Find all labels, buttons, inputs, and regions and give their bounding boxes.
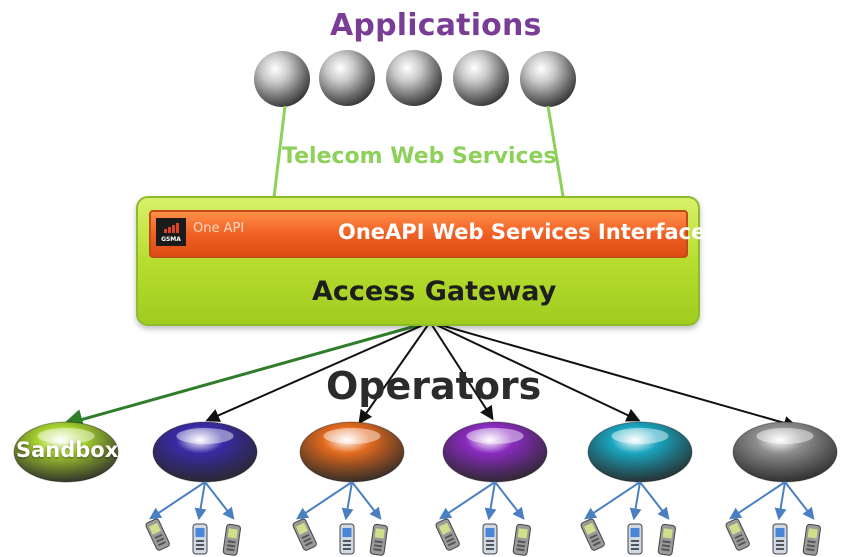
device-link: [351, 481, 382, 520]
arrow-to-operator-blue: [205, 321, 431, 422]
device-link: [629, 481, 642, 521]
operator-node: [13, 421, 119, 483]
mobile-phone-icon: [725, 518, 750, 551]
interface-label: OneAPI Web Services Interface: [338, 220, 706, 244]
sandbox-label: Sandbox: [16, 438, 119, 462]
device-link: [774, 481, 787, 521]
application-sphere-icon: [453, 50, 509, 106]
device-link: [484, 481, 497, 521]
mobile-phone-icon: [435, 518, 460, 551]
gsma-logo: GSMA: [156, 218, 186, 246]
applications-group: [254, 50, 576, 107]
device-group: [145, 481, 821, 556]
oneapi-logo-text: One API: [193, 221, 245, 236]
operator-node-highlight: [323, 428, 381, 444]
mobile-phone-icon: [339, 523, 355, 555]
mobile-phone-icon: [802, 523, 821, 556]
arrow-to-operator-grey: [429, 321, 798, 430]
operator-arrows: [61, 320, 798, 430]
application-sphere-icon: [254, 51, 310, 107]
application-sphere-icon: [520, 51, 576, 107]
applications-title: Applications: [330, 8, 542, 43]
oneapi-interface-bar: [149, 210, 688, 258]
device-link: [204, 481, 235, 520]
device-link: [729, 481, 786, 520]
device-link: [149, 481, 206, 520]
mobile-phone-icon: [482, 523, 498, 555]
arrow-to-operator-orange: [358, 321, 431, 425]
access-gateway-label: Access Gateway: [312, 276, 557, 307]
mobile-phone-icon: [772, 523, 788, 555]
mobile-phone-icon: [145, 518, 170, 551]
operator-node-highlight: [37, 428, 95, 444]
device-link: [584, 481, 641, 520]
mobile-phone-icon: [580, 518, 605, 551]
arrow-to-operator-teal: [429, 321, 641, 422]
mobile-phone-icon: [222, 523, 241, 556]
arrow-to-sandbox: [61, 320, 431, 430]
mobile-phone-icon: [627, 523, 643, 555]
gsma-logo-text: GSMA: [161, 236, 181, 243]
device-link: [194, 481, 207, 521]
device-link: [494, 481, 525, 520]
operator-nodes: [13, 421, 838, 483]
device-link: [341, 481, 354, 521]
mobile-phone-icon: [292, 518, 317, 551]
device-link: [439, 481, 496, 520]
application-sphere-icon: [386, 50, 442, 106]
mobile-phone-icon: [192, 523, 208, 555]
operator-node-highlight: [611, 428, 669, 444]
arrow-to-operator-purple: [429, 321, 494, 421]
mobile-phone-icon: [512, 523, 531, 556]
mobile-phone-icon: [369, 523, 388, 556]
device-link: [784, 481, 815, 520]
mobile-phone-icon: [657, 523, 676, 556]
operators-title: Operators: [326, 364, 542, 408]
device-link: [296, 481, 353, 520]
device-link: [639, 481, 670, 520]
application-sphere-icon: [319, 50, 375, 106]
operator-node-highlight: [756, 428, 814, 444]
operator-node-highlight: [176, 428, 234, 444]
telecom-web-services-label: Telecom Web Services: [282, 144, 557, 169]
operator-node-highlight: [466, 428, 524, 444]
signal-bars-icon: [164, 223, 179, 233]
